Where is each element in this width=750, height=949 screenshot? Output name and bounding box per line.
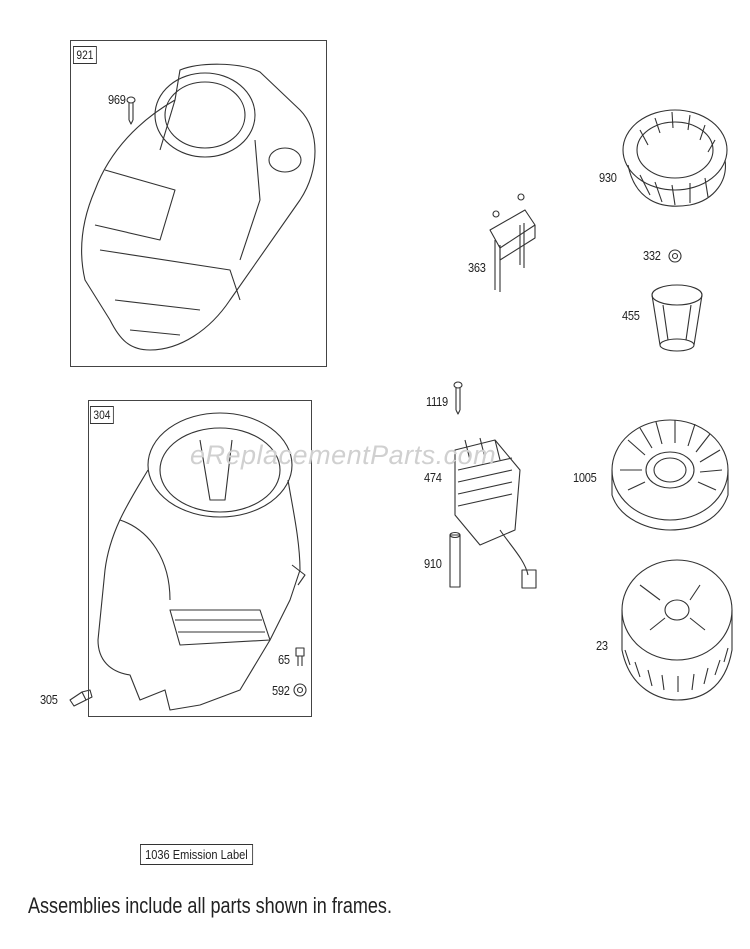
part-label-363: 363 <box>468 260 486 275</box>
part-label-592: 592 <box>272 683 290 698</box>
part-label-23: 23 <box>596 638 608 653</box>
blower-housing-top-drawing <box>81 63 316 351</box>
fan-1005-drawing <box>611 419 729 531</box>
frame-304 <box>88 400 312 717</box>
part-label-1119: 1119 <box>426 394 448 409</box>
part-label-1005: 1005 <box>573 470 597 485</box>
screw-305-drawing <box>69 689 93 707</box>
screw-969-drawing <box>126 96 136 125</box>
frame-921 <box>70 40 327 367</box>
part-label-305: 305 <box>40 692 58 707</box>
blower-housing-bottom-drawing <box>97 412 306 711</box>
nut-592-drawing <box>293 683 307 697</box>
part-label-332: 332 <box>643 248 661 263</box>
frame-tag-921: 921 <box>73 46 97 64</box>
part-label-969: 969 <box>108 92 126 107</box>
bolt-65-drawing <box>295 647 305 666</box>
screen-930-drawing <box>622 109 728 207</box>
frames-footnote: Assemblies include all parts shown in fr… <box>28 893 392 918</box>
part-label-910: 910 <box>424 556 442 571</box>
part-label-65: 65 <box>278 652 290 667</box>
bracket-363-drawing <box>489 193 536 292</box>
spacer-910-drawing <box>449 531 461 588</box>
cup-455-drawing <box>651 284 703 352</box>
flywheel-23-drawing <box>621 559 733 701</box>
emission-label-box: 1036 Emission Label <box>140 844 253 865</box>
frame-tag-304: 304 <box>90 406 114 424</box>
part-label-474: 474 <box>424 470 442 485</box>
part-label-455: 455 <box>622 308 640 323</box>
armature-474-drawing <box>454 437 537 589</box>
screw-1119-drawing <box>453 381 463 415</box>
nut-332-drawing <box>668 249 682 263</box>
part-label-930: 930 <box>599 170 617 185</box>
